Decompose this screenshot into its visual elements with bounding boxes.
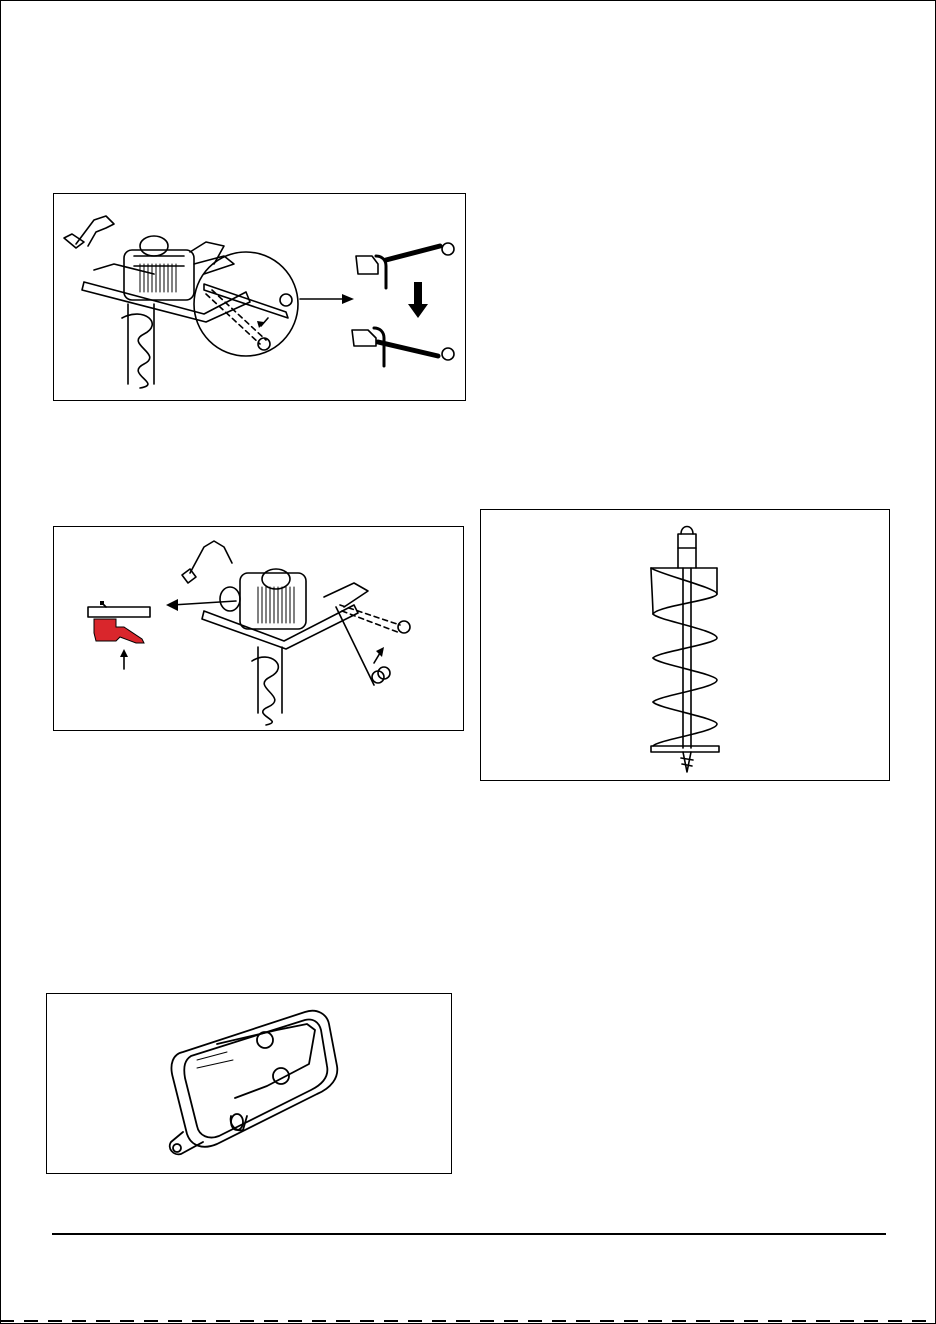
callout-d — [442, 348, 454, 360]
auger-bit-figure — [480, 509, 890, 781]
pilot-point — [683, 752, 691, 772]
muffler-figure — [46, 993, 452, 1174]
flight-1 — [651, 568, 717, 614]
mounting-hole-top — [257, 1032, 273, 1048]
auger-bit-illustration — [481, 510, 889, 780]
auger-flight — [252, 657, 278, 725]
engine-body — [240, 573, 306, 629]
footer-rule — [52, 1233, 886, 1235]
choke-housing-bottom — [352, 330, 376, 346]
frame — [202, 605, 358, 649]
bottom-edge-dashes — [0, 1318, 936, 1324]
flight-4 — [653, 702, 717, 746]
coupling-sleeve — [678, 534, 696, 548]
coupling-loop — [681, 527, 693, 535]
callout-a — [398, 621, 410, 633]
choke-lever-figure — [53, 193, 466, 401]
auger-flight — [122, 314, 152, 388]
fuel-cap — [140, 236, 168, 256]
callout-a — [280, 294, 292, 306]
throttle-trigger-red — [94, 619, 144, 643]
throttle-trigger-figure — [53, 526, 464, 731]
throttle-circle — [220, 587, 240, 611]
callout-c — [442, 243, 454, 255]
auger-shaft — [683, 568, 691, 748]
right-handle-bar — [336, 607, 374, 685]
left-handle-bar — [76, 216, 114, 246]
muffler-body — [184, 1019, 327, 1137]
down-arrow — [408, 282, 428, 318]
handle-alt-position — [340, 605, 400, 633]
flight-2 — [653, 614, 717, 658]
right-arrow-head — [342, 294, 354, 304]
choke-lever-top — [204, 284, 288, 318]
flight-3 — [653, 658, 717, 702]
left-handle-grip — [182, 569, 196, 583]
engine-body — [124, 250, 194, 300]
muffler-illustration — [47, 994, 451, 1173]
throttle-trigger-illustration — [54, 527, 463, 730]
handle-bar-detail — [88, 607, 150, 617]
cutter-blade — [651, 746, 719, 752]
fuel-cap — [262, 569, 290, 589]
choke-lever-illustration — [54, 194, 465, 400]
left-arrow-head — [166, 599, 178, 611]
choke-housing-top — [356, 256, 378, 274]
